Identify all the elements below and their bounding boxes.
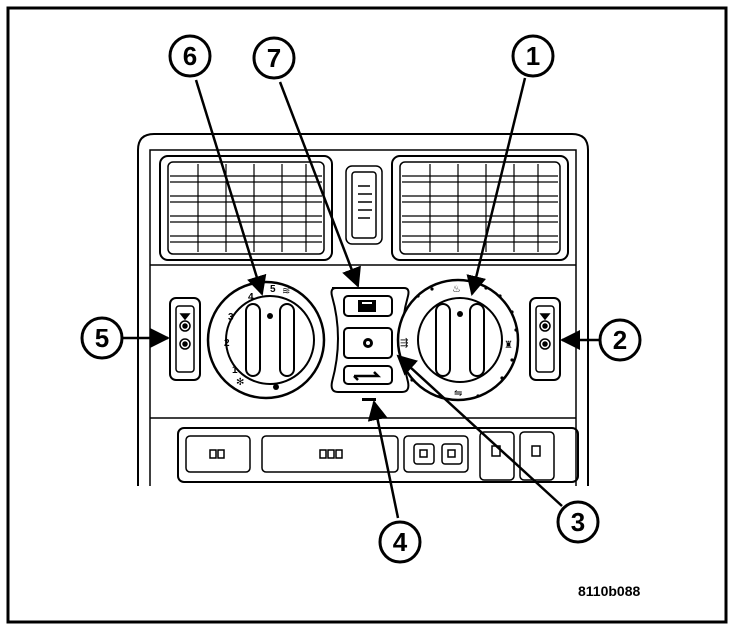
callout-1: 1 — [511, 34, 555, 78]
leader-6 — [194, 79, 267, 296]
right-air-vent — [391, 155, 569, 261]
fan-mark-5: 5 — [270, 284, 276, 295]
callout-7: 7 — [252, 36, 296, 80]
ac-icon — [366, 341, 370, 345]
callout-6: 6 — [168, 34, 212, 78]
figure-border — [6, 6, 728, 624]
leader-1 — [466, 77, 527, 296]
fan-mark-3: 3 — [228, 312, 234, 323]
leader-3 — [396, 354, 563, 507]
leader-7 — [278, 81, 361, 288]
defrost-mode-icon: ♨ — [452, 284, 461, 295]
left-seat-heater-switch — [169, 297, 201, 381]
fan-speed-marks: 1 2 3 4 5 ≋ ✻ — [224, 284, 290, 388]
callout-4: 4 — [378, 520, 422, 564]
low-fan-icon: ✻ — [236, 377, 244, 388]
callout-5-label: 5 — [95, 323, 109, 353]
right-seat-heater-switch — [529, 297, 561, 381]
lower-button-row — [177, 427, 579, 483]
floor-mode-icon: ♜ — [504, 340, 513, 351]
leader-4 — [367, 400, 400, 519]
dashboard-bezel — [137, 133, 589, 486]
rear-defrost-icon — [362, 302, 372, 304]
callout-3-label: 3 — [571, 507, 585, 537]
fan-mark-4: 4 — [248, 292, 254, 303]
figure-id: 8110b088 — [578, 583, 640, 599]
callout-4-label: 4 — [393, 527, 408, 557]
max-fan-icon: ≋ — [282, 286, 290, 297]
callout-6-label: 6 — [183, 41, 197, 71]
left-air-vent — [159, 155, 333, 261]
callout-2: 2 — [598, 318, 642, 362]
callout-5: 5 — [80, 316, 124, 360]
mode-temperature-dial: ♨ ♜ ⇶ ⇋ — [396, 278, 520, 402]
fan-mark-1: 1 — [232, 365, 238, 376]
callout-7-label: 7 — [267, 43, 281, 73]
fan-mark-2: 2 — [224, 338, 230, 349]
callout-2-label: 2 — [613, 325, 627, 355]
center-button-cluster — [330, 287, 410, 393]
panel-mode-icon: ⇶ — [400, 337, 408, 349]
blower-speed-dial — [206, 280, 326, 400]
bilevel-mode-icon: ⇋ — [454, 388, 462, 399]
callout-3: 3 — [556, 500, 600, 544]
callout-1-label: 1 — [526, 41, 540, 71]
recirculation-icon — [362, 398, 376, 401]
leader-lines — [122, 77, 600, 519]
center-vent-thumbwheel — [345, 165, 383, 245]
